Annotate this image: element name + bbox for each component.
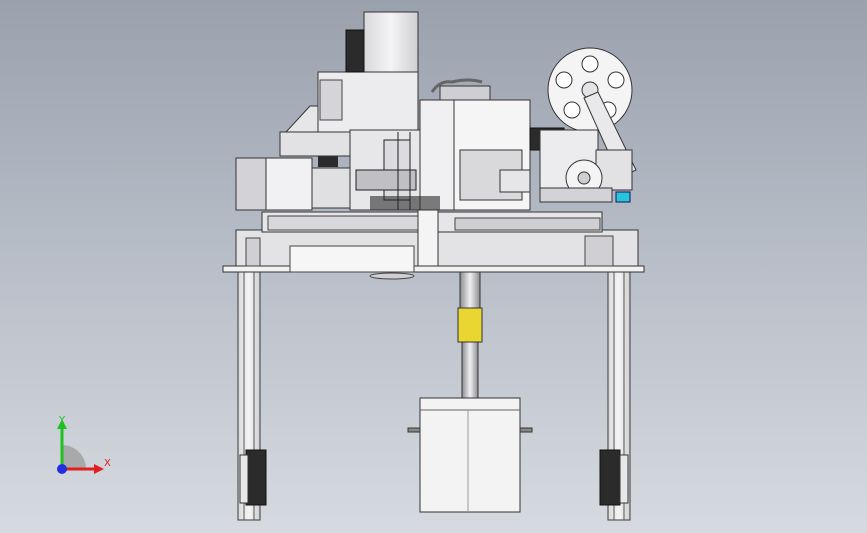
vertical-head xyxy=(279,11,419,157)
lift-column xyxy=(457,271,483,399)
coordinate-triad[interactable]: Y X xyxy=(40,405,120,485)
bottom-tank xyxy=(407,397,533,513)
left-leg xyxy=(237,271,267,521)
upper-frame xyxy=(261,199,603,267)
triad-graphic xyxy=(57,419,104,474)
left-motor xyxy=(235,155,363,211)
y-axis-label: Y xyxy=(59,415,66,426)
central-mechanism xyxy=(349,78,565,211)
right-module xyxy=(539,129,633,203)
z-axis-dot xyxy=(57,464,67,474)
tape-reel xyxy=(547,47,637,179)
right-leg xyxy=(599,271,631,521)
x-axis-label: X xyxy=(104,458,111,469)
